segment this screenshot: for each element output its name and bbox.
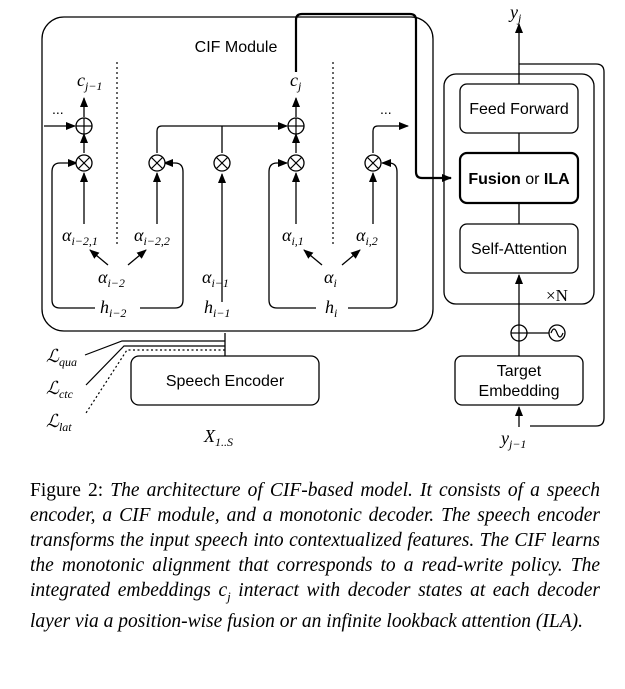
loss-ctc-label: ℒctc: [46, 378, 74, 401]
caption-lead: Figure 2:: [30, 480, 111, 501]
y-in-label: yj−1: [499, 428, 526, 451]
cif-module-box: [41, 16, 434, 332]
feed-forward-label: Feed Forward: [469, 101, 569, 118]
c-cur-label: cj: [290, 70, 302, 93]
h-i2-label: hi−2: [100, 297, 126, 320]
mult-to-sum-arrow-5: [372, 122, 409, 153]
loss-line-lat: [85, 349, 225, 414]
y-out-label: yj: [508, 2, 522, 25]
loss-line-ctc: [85, 345, 225, 386]
weight-path-hi-left: [268, 159, 316, 309]
loss-line-qua: [84, 340, 225, 356]
speech-encoder-box: [130, 355, 320, 406]
h-i-label: hi: [325, 297, 337, 320]
repeat-n-label: ×N: [546, 286, 568, 305]
alpha-i-label: αi: [324, 267, 337, 290]
ellipsis-right: ...: [380, 101, 392, 117]
alpha-split-arrow-3: [303, 249, 323, 266]
cif-module-title: CIF Module: [195, 39, 278, 56]
cj-route-to-fusion: [294, 12, 452, 182]
alpha-i1-label: αi−1: [202, 267, 229, 290]
speech-encoder-label: Speech Encoder: [166, 373, 285, 390]
alpha-i2-2-label: αi−2,2: [134, 225, 170, 248]
alpha-split-arrow-2: [127, 249, 147, 266]
positional-add-operator: [510, 324, 528, 342]
target-embedding-label-line1: Target: [497, 363, 542, 380]
multiply-operator-5: [364, 154, 382, 172]
target-embedding-box: [454, 355, 584, 406]
alpha-i2-1-label: αi−2,1: [62, 225, 98, 248]
alpha-split-arrow-1: [89, 249, 109, 266]
cif-architecture-diagram: CIF Module: [41, 2, 605, 451]
multiply-operator-2: [148, 154, 166, 172]
loss-lat-label: ℒlat: [46, 411, 72, 434]
caption-text-2: interact with decoder states at each dec…: [30, 580, 600, 632]
self-attention-label: Self-Attention: [471, 241, 567, 258]
caption-text-1: The architecture of CIF-based model. It …: [30, 480, 600, 601]
alpha-i2-label: αi−2: [98, 267, 125, 290]
figure-caption: Figure 2: The architecture of CIF-based …: [30, 478, 600, 634]
decoder-loop-line: [519, 63, 605, 427]
weight-path-hi-right: [348, 159, 398, 309]
x-input-label: X1..S: [203, 426, 233, 449]
multiply-operator-4: [287, 154, 305, 172]
h-i1-label: hi−1: [204, 297, 230, 320]
multiply-operator-3: [213, 154, 231, 172]
weight-path-hi2-left: [51, 159, 95, 309]
alpha-i-1-label: αi,1: [282, 225, 304, 248]
sum-operator-2: [287, 117, 305, 135]
sum-operator-1: [75, 117, 93, 135]
ellipsis-left: ...: [52, 101, 64, 117]
alpha-i-2-label: αi,2: [356, 225, 378, 248]
mult-to-sum-arrow-2: [156, 122, 288, 153]
c-prev-label: cj−1: [77, 70, 102, 93]
alpha-split-arrow-4: [341, 249, 361, 266]
caption-cj: cj: [218, 580, 231, 604]
multiply-operator-1: [75, 154, 93, 172]
target-embedding-label-line2: Embedding: [479, 383, 560, 400]
loss-qua-label: ℒqua: [46, 346, 77, 369]
fusion-ila-label: Fusion or ILA: [468, 171, 570, 188]
positional-encoding-icon: [548, 324, 566, 342]
weight-path-hi2-right: [140, 159, 184, 309]
